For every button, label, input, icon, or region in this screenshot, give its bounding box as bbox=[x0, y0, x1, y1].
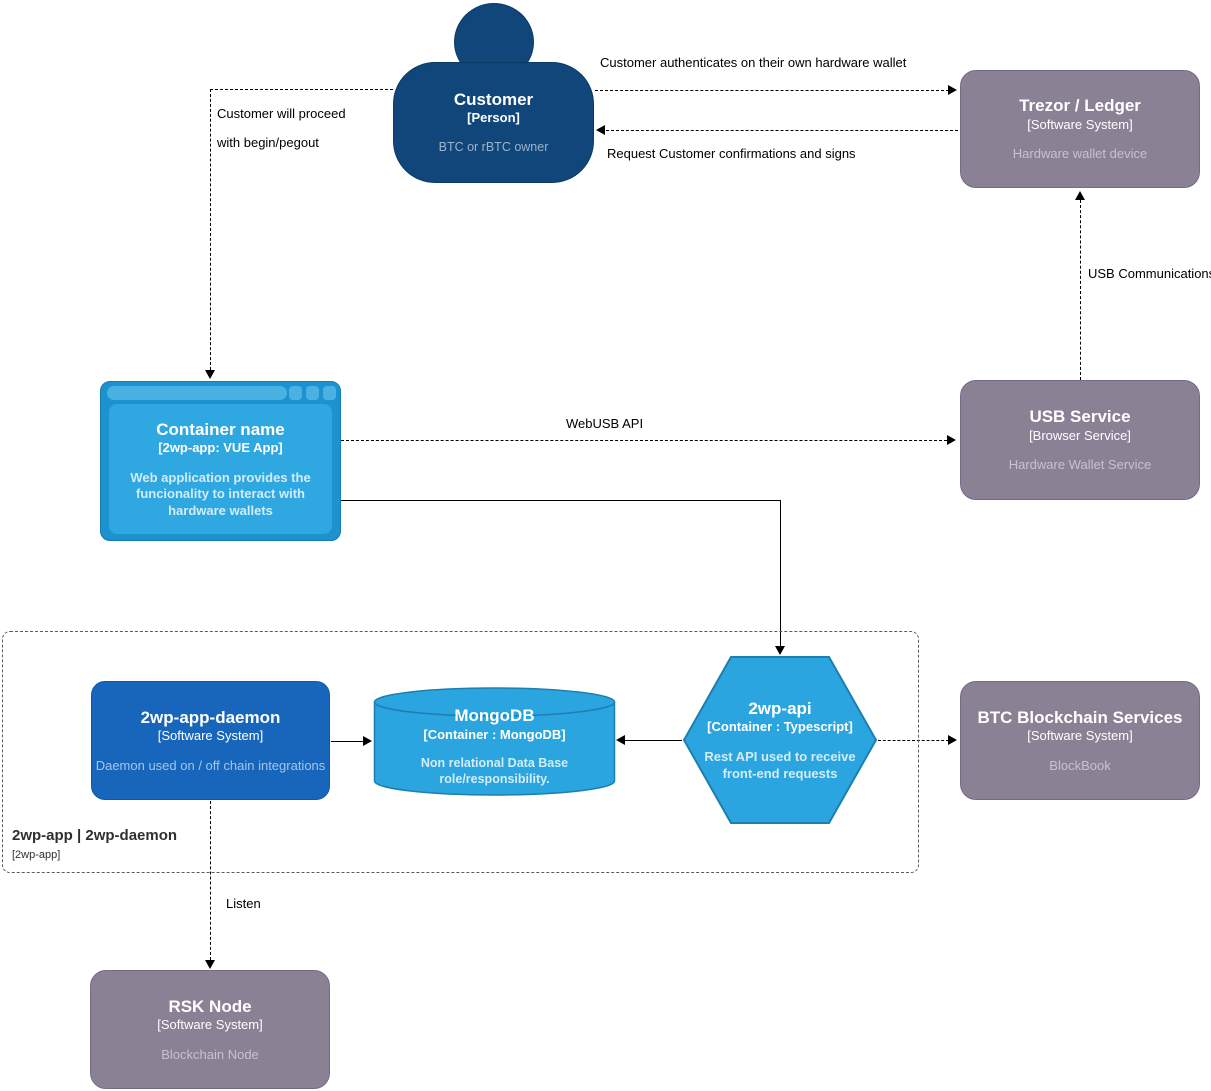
rsk-desc: Blockchain Node bbox=[161, 1046, 259, 1062]
node-web-app-container: Container name [2wp-app: VUE App] Web ap… bbox=[100, 381, 341, 541]
mongodb-cylinder-shape bbox=[373, 687, 616, 796]
browser-window-button bbox=[306, 386, 319, 400]
web-app-type: [2wp-app: VUE App] bbox=[158, 440, 283, 456]
edge-proceed-label-line2: with begin/pegout bbox=[217, 135, 319, 150]
node-rsk-node: RSK Node [Software System] Blockchain No… bbox=[90, 970, 330, 1089]
edge-authenticates-arrowhead bbox=[948, 85, 957, 95]
usb-service-type: [Browser Service] bbox=[1029, 427, 1131, 443]
edge-api-mongo-arrowhead bbox=[616, 735, 625, 745]
edge-usb-comm-arrowhead bbox=[1075, 191, 1085, 200]
edge-proceed-hline bbox=[210, 89, 393, 90]
node-trezor-ledger: Trezor / Ledger [Software System] Hardwa… bbox=[960, 70, 1200, 188]
edge-request-sign-line bbox=[606, 130, 958, 131]
node-customer: Customer [Person] BTC or rBTC owner bbox=[393, 62, 594, 183]
daemon-type: [Software System] bbox=[157, 728, 264, 744]
customer-type: [Person] bbox=[467, 110, 520, 126]
edge-webapp-api-hline bbox=[341, 500, 780, 501]
edge-daemon-mongo-line bbox=[331, 741, 364, 742]
trezor-desc: Hardware wallet device bbox=[1012, 146, 1148, 162]
edge-proceed-arrowhead bbox=[205, 370, 215, 379]
btc-type: [Software System] bbox=[1027, 728, 1133, 744]
edge-request-sign-arrowhead bbox=[596, 125, 605, 135]
edge-api-mongo-line bbox=[625, 740, 682, 741]
daemon-desc: Daemon used on / off chain integrations bbox=[95, 757, 326, 773]
edge-webusb-label: WebUSB API bbox=[566, 416, 644, 431]
daemon-title: 2wp-app-daemon bbox=[140, 707, 281, 727]
edge-webapp-api-vline bbox=[780, 500, 781, 646]
edge-authenticates-label: Customer authenticates on their own hard… bbox=[600, 55, 907, 70]
browser-address-bar bbox=[107, 386, 287, 400]
edge-request-sign-label: Request Customer confirmations and signs bbox=[607, 146, 856, 161]
edge-proceed-vline bbox=[210, 89, 211, 370]
usb-service-desc: Hardware Wallet Service bbox=[1008, 457, 1152, 473]
edge-authenticates-line bbox=[595, 90, 949, 91]
edge-api-btc-arrowhead bbox=[948, 735, 957, 745]
edge-webapp-api-arrowhead bbox=[775, 646, 785, 655]
trezor-type: [Software System] bbox=[1027, 116, 1133, 132]
rsk-type: [Software System] bbox=[157, 1017, 263, 1033]
web-app-desc: Web application provides the funcionalit… bbox=[130, 470, 311, 518]
edge-listen-label: Listen bbox=[226, 896, 261, 911]
node-2wp-app-daemon: 2wp-app-daemon [Software System] Daemon … bbox=[91, 681, 330, 800]
btc-title: BTC Blockchain Services bbox=[977, 707, 1183, 727]
rsk-title: RSK Node bbox=[168, 996, 252, 1016]
node-btc-blockchain-services: BTC Blockchain Services [Software System… bbox=[960, 681, 1200, 800]
web-app-content: Container name [2wp-app: VUE App] Web ap… bbox=[109, 404, 332, 534]
edge-listen-line bbox=[210, 801, 211, 960]
edge-webusb-line bbox=[341, 440, 947, 441]
edge-proceed-label-line1: Customer will proceed bbox=[217, 106, 346, 121]
web-app-title: Container name bbox=[156, 420, 285, 440]
boundary-title: 2wp-app | 2wp-daemon bbox=[12, 827, 178, 844]
customer-desc: BTC or rBTC owner bbox=[438, 140, 549, 155]
browser-window-button bbox=[323, 386, 336, 400]
boundary-subtitle: [2wp-app] bbox=[12, 849, 61, 861]
edge-usb-comm-label: USB Communications bbox=[1088, 266, 1211, 281]
node-usb-service: USB Service [Browser Service] Hardware W… bbox=[960, 380, 1200, 500]
api-hexagon-shape bbox=[683, 656, 877, 824]
edge-daemon-mongo-arrowhead bbox=[363, 736, 372, 746]
edge-listen-arrowhead bbox=[205, 960, 215, 969]
edge-usb-comm-line bbox=[1080, 200, 1081, 380]
usb-service-title: USB Service bbox=[1029, 407, 1131, 427]
edge-api-btc-line bbox=[878, 740, 949, 741]
edge-webusb-arrowhead bbox=[947, 435, 956, 445]
boundary-2wp-app bbox=[2, 631, 919, 873]
btc-desc: BlockBook bbox=[1049, 757, 1111, 773]
browser-window-button bbox=[289, 386, 302, 400]
customer-title: Customer bbox=[453, 90, 534, 110]
trezor-title: Trezor / Ledger bbox=[1019, 96, 1141, 116]
